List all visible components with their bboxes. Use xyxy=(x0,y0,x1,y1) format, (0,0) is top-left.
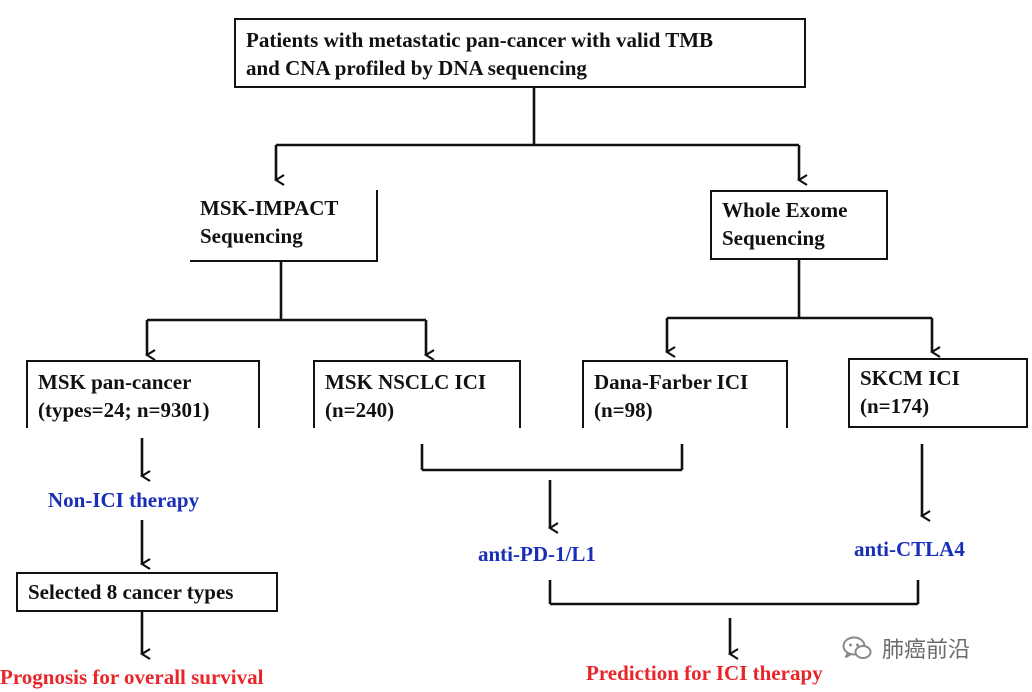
prediction-label: Prediction for ICI therapy xyxy=(586,661,823,685)
root-line-2: and CNA profiled by DNA sequencing xyxy=(246,56,587,80)
msk-nsclc-line-1: MSK NSCLC ICI xyxy=(325,370,487,394)
root-box: Patients with metastatic pan-cancer with… xyxy=(234,18,806,88)
root-line-1: Patients with metastatic pan-cancer with… xyxy=(246,28,714,52)
whole-exome-line-2: Sequencing xyxy=(722,226,825,250)
dana-farber-line-2: (n=98) xyxy=(594,398,653,422)
whole-exome-line-1: Whole Exome xyxy=(722,198,848,222)
msk-pan-cancer-line-1: MSK pan-cancer xyxy=(38,370,192,394)
anti-ctla4-label: anti-CTLA4 xyxy=(854,537,965,561)
dana-farber-line-1: Dana-Farber ICI xyxy=(594,370,749,394)
skcm-box: SKCM ICI (n=174) xyxy=(848,358,1028,428)
watermark-text: 肺癌前沿 xyxy=(882,638,971,663)
prognosis-label: Prognosis for overall survival xyxy=(0,665,264,689)
msk-nsclc-line-2: (n=240) xyxy=(325,398,395,422)
dana-farber-box: Dana-Farber ICI (n=98) xyxy=(582,360,788,428)
whole-exome-box: Whole Exome Sequencing xyxy=(710,190,888,260)
skcm-line-1: SKCM ICI xyxy=(860,366,960,390)
msk-impact-line-2: Sequencing xyxy=(200,224,303,248)
msk-impact-box: MSK-IMPACT Sequencing xyxy=(190,190,378,262)
msk-impact-line-1: MSK-IMPACT xyxy=(200,196,339,220)
watermark: 肺癌前沿 xyxy=(842,628,970,668)
selected-cancer-types-line: Selected 8 cancer types xyxy=(28,580,234,604)
msk-pan-cancer-line-2: (types=24; n=9301) xyxy=(38,398,210,422)
anti-pd1-label: anti-PD-1/L1 xyxy=(478,542,596,566)
non-ici-therapy-label: Non-ICI therapy xyxy=(48,488,200,512)
selected-cancer-types-box: Selected 8 cancer types xyxy=(16,572,278,612)
msk-pan-cancer-box: MSK pan-cancer (types=24; n=9301) xyxy=(26,360,260,428)
msk-nsclc-box: MSK NSCLC ICI (n=240) xyxy=(313,360,521,428)
wechat-icon xyxy=(842,636,872,659)
skcm-line-2: (n=174) xyxy=(860,394,930,418)
